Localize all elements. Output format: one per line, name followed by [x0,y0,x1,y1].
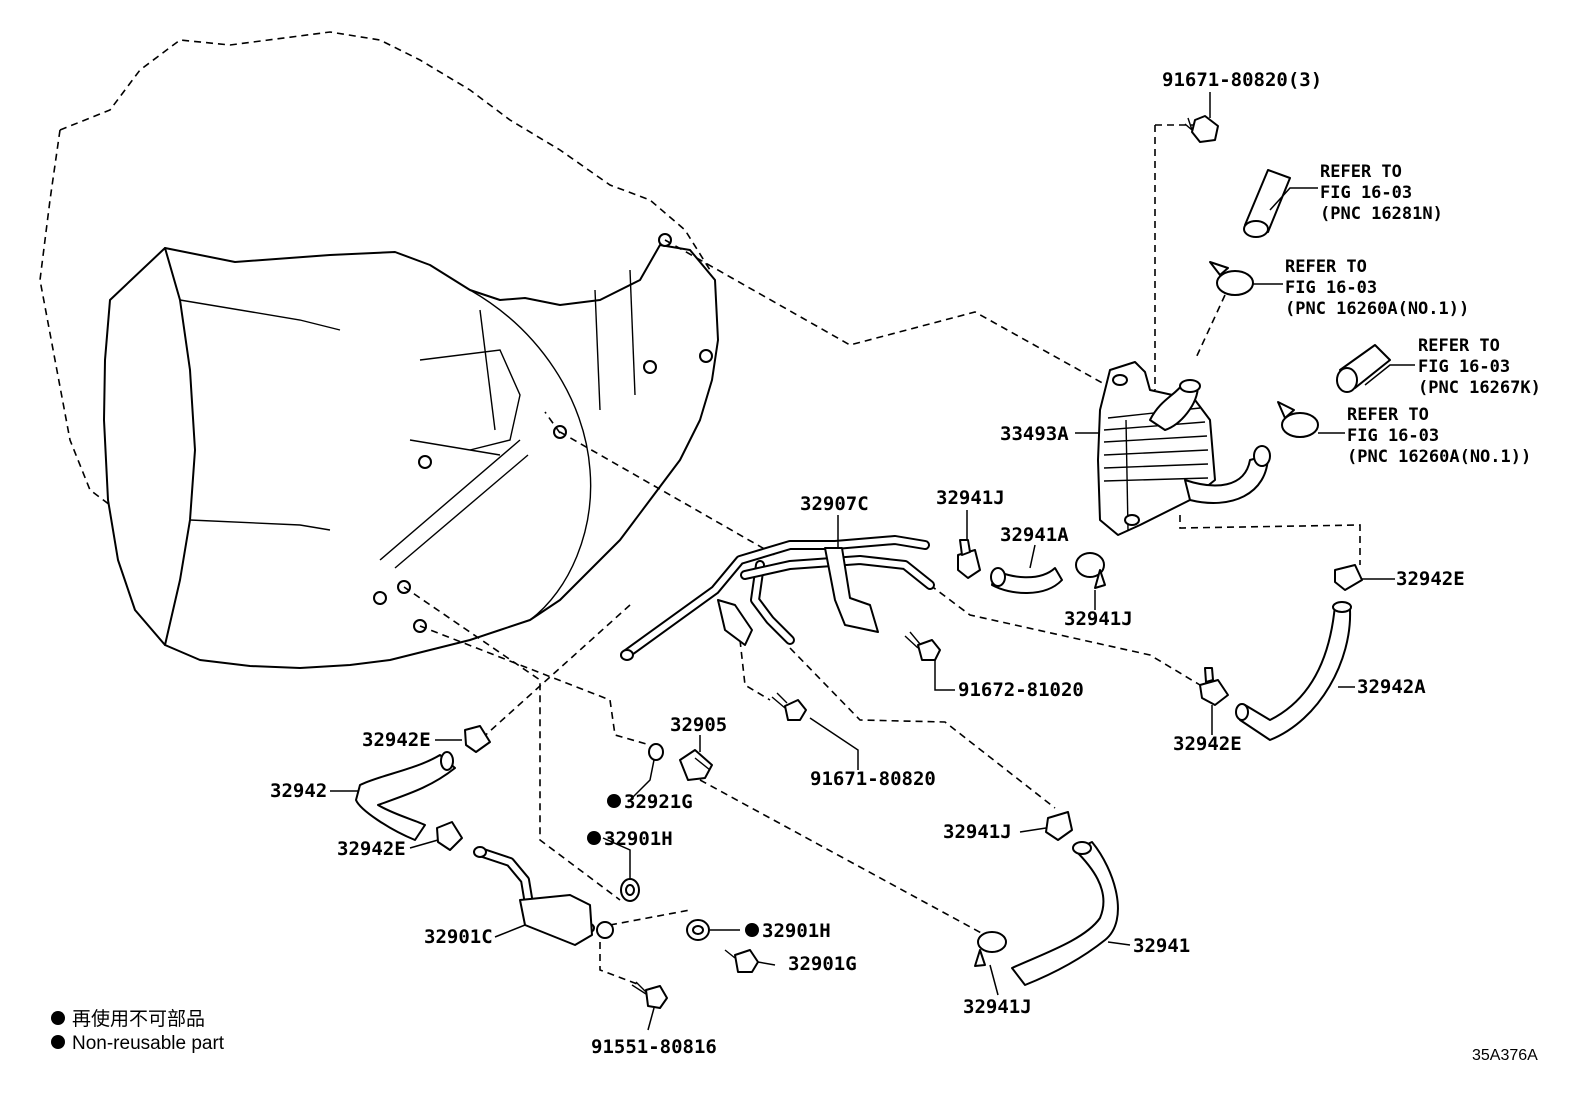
diagram-code: 35A376A [1472,1047,1538,1064]
label-fitting-05: 32905 [670,714,727,736]
label-bolt-81020: 91672-81020 [958,679,1084,701]
label-pipe-01c: 32901C [424,926,493,948]
label-refer3-line2: FIG 16-03 [1418,357,1510,377]
leader-lines [330,92,1415,1031]
label-refer3-line3: (PNC 16267K) [1418,378,1541,398]
hose-32941a [990,567,1063,594]
label-clamp-e-left2: 32942E [337,838,406,860]
label-refer4-line2: FIG 16-03 [1347,426,1439,446]
gasket-32901h-a [620,878,640,902]
bolt-91672-81020 [904,631,941,661]
label-clamp-j-bottom: 32941J [963,996,1032,1018]
clamp-16260a-upper [1209,261,1254,296]
label-refer4-line3: (PNC 16260A(NO.1)) [1347,447,1531,467]
transmission-housing [39,31,719,669]
clamp-32942e-lower-right [1199,667,1229,706]
label-clamp-e-left: 32942E [362,729,431,751]
non-reusable-dot-01h-a [587,831,601,845]
hose-32942a [1235,601,1352,741]
label-clamp-j-low: 32941J [943,821,1012,843]
label-hose-a: 32941A [1000,524,1069,546]
label-refer1-line3: (PNC 16281N) [1320,204,1443,224]
label-clamp-j-top: 32941J [936,487,1005,509]
bolt-91671-80820 [771,692,807,721]
part-labels: 91671-80820(3) REFER TO FIG 16-03 (PNC 1… [270,69,1541,1058]
label-pipe-c: 32907C [800,493,869,515]
label-bolt-80820: 91671-80820 [810,768,936,790]
label-refer3-line1: REFER TO [1418,336,1500,356]
bolt-91551-80816 [631,981,668,1009]
label-clamp-e-right: 32942E [1396,568,1465,590]
clamp-16260a-lower [1277,401,1319,438]
label-bolt-80816: 91551-80816 [591,1036,717,1058]
bolt-top [1184,115,1219,143]
label-hose-42: 32942 [270,780,327,802]
assembly-lines [403,124,1361,986]
label-bolt-top: 91671-80820(3) [1162,69,1322,91]
legend-text-en: Non-reusable part [72,1033,225,1054]
label-refer2-line3: (PNC 16260A(NO.1)) [1285,299,1469,319]
hose-32941 [1011,841,1119,986]
legend-dot-jp [51,1011,65,1025]
clamp-32942e-left [464,725,491,753]
label-refer1-line2: FIG 16-03 [1320,183,1412,203]
oil-cooler [1097,361,1271,536]
bolt-32901g [724,949,759,973]
non-reusable-dot-01h-b [745,923,759,937]
legend-text-jp: 再使用不可部品 [72,1008,205,1030]
fitting-32905 [679,749,713,781]
clamp-32941j-mid [1075,552,1106,589]
label-bolt-01g: 32901G [788,953,857,975]
label-gasket-21g: 32921G [624,791,693,813]
label-clamp-j-mid: 32941J [1064,608,1133,630]
label-refer2-line1: REFER TO [1285,257,1367,277]
label-gasket-01h-a: 32901H [604,828,673,850]
label-refer1-line1: REFER TO [1320,162,1402,182]
label-clamp-e-lower-right: 32942E [1173,733,1242,755]
clamp-32941j-bottom [974,931,1007,967]
legend-dot-en [51,1035,65,1049]
hose-16281n [1243,169,1291,238]
pipe-32907c [620,535,935,661]
label-hose-41: 32941 [1133,935,1190,957]
gasket-32921g [648,743,664,761]
label-refer2-line2: FIG 16-03 [1285,278,1377,298]
non-reusable-dot-21g [607,794,621,808]
gasket-32901h-b [686,919,710,941]
label-cooler: 33493A [1000,423,1069,445]
clamp-32942e-right [1334,564,1363,591]
label-gasket-01h-b: 32901H [762,920,831,942]
label-refer4-line1: REFER TO [1347,405,1429,425]
pipe-32901c [473,846,614,946]
clamp-32941j-low [1045,811,1073,841]
label-hose-42a: 32942A [1357,676,1426,698]
hose-32942 [355,751,456,841]
legend: 再使用不可部品 Non-reusable part [51,1008,225,1054]
clamp-32941j-top [957,539,981,579]
hose-16267k [1336,344,1391,393]
clamp-32942e-left2 [436,821,463,851]
